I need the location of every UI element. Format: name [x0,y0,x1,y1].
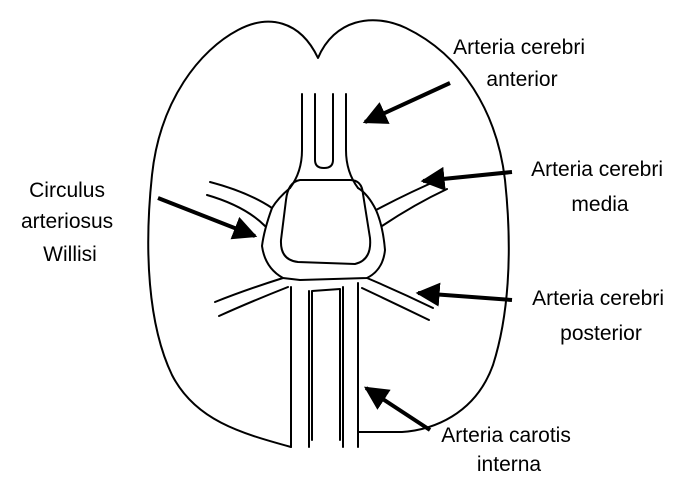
arrow-anterior [365,83,450,122]
internal-carotid-artery [291,283,358,447]
arrow-carotis [366,388,430,430]
label-media: Arteria cerebri media [531,158,669,216]
label-carotis: Arteria carotis interna [441,424,576,476]
anterior-cerebral-artery [290,94,358,188]
arrow-media [423,172,512,181]
middle-cerebral-artery [207,178,447,226]
arrow-posterior [418,293,512,300]
posterior-cerebral-artery [215,278,433,320]
circulus-outer-ring [262,188,385,280]
arrow-circulus [158,198,255,236]
label-anterior: Arteria cerebri anterior [453,36,591,91]
label-posterior: Arteria cerebri posterior [532,287,670,345]
circulus-inner-ring [281,180,370,264]
label-circulus: Circulus arteriosus Willisi [21,179,119,266]
brain-outline [148,20,509,447]
